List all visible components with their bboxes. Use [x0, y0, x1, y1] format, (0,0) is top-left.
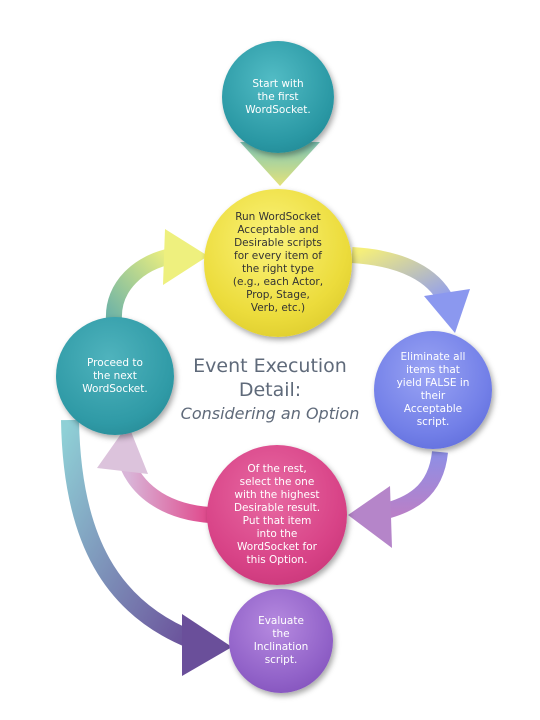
arrow-proceed-to-evaluate [61, 419, 196, 649]
arrow-run-to-eliminate [351, 247, 454, 304]
arrow-select-to-proceed [120, 462, 211, 523]
select-node-label: Of the rest, select the one with the hig… [233, 463, 321, 566]
start-node: Start with the first WordSocket. [222, 41, 334, 153]
arrow-start-to-run [240, 142, 320, 186]
arrow-proceed-to-run [105, 248, 174, 321]
diagram-title-line1: Event Execution [193, 355, 347, 377]
arrowhead-proceed-to-evaluate [182, 614, 232, 676]
start-node-label: Start with the first WordSocket. [245, 77, 311, 116]
arrowhead-proceed-to-run [163, 229, 208, 285]
eliminate-node-label: Eliminate all items that yield FALSE in … [396, 351, 470, 428]
eliminate-node: Eliminate all items that yield FALSE in … [374, 331, 492, 449]
proceed-node: Proceed to the next WordSocket. [56, 317, 174, 435]
diagram-subtitle: Considering an Option [180, 404, 360, 423]
select-node: Of the rest, select the one with the hig… [207, 445, 347, 585]
evaluate-node: Evaluate the Inclination script. [229, 589, 333, 693]
diagram-title-line2: Detail: [238, 379, 302, 401]
arrowhead-eliminate-to-select [348, 486, 392, 548]
arrowhead-run-to-eliminate [424, 289, 470, 333]
proceed-node-label: Proceed to the next WordSocket. [82, 356, 148, 395]
diagram-title: Event Execution Detail: Considering an O… [160, 354, 380, 426]
evaluate-node-label: Evaluate the Inclination script. [253, 615, 309, 666]
arrowhead-select-to-proceed [97, 424, 148, 474]
run-scripts-node-label: Run WordSocket Acceptable and Desirable … [232, 211, 324, 314]
run-scripts-node: Run WordSocket Acceptable and Desirable … [204, 189, 352, 337]
